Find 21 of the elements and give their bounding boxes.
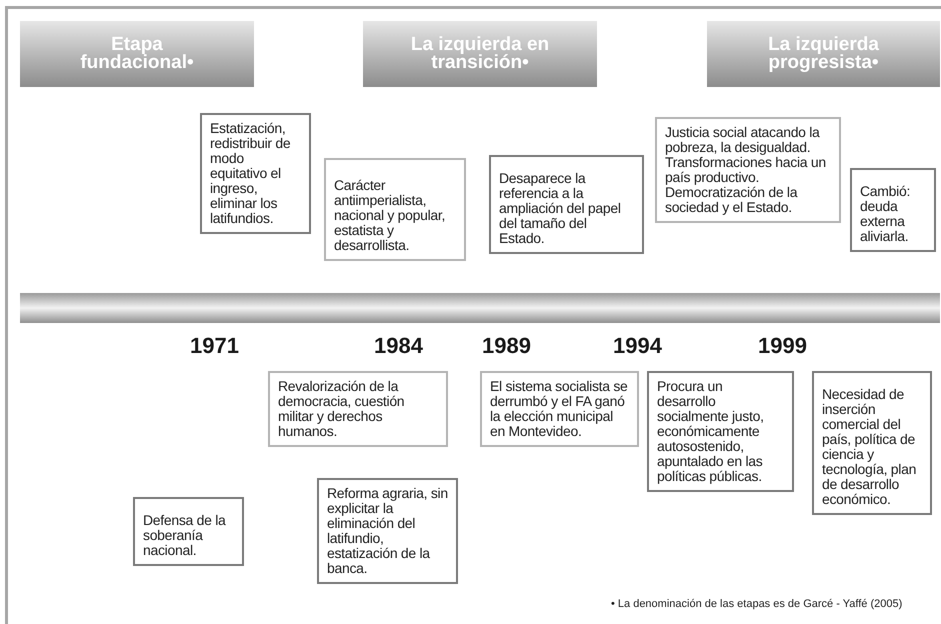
event-box: Necesidad de inserción comercial del país, política de ciencia y tecnología, plan de desarrollo económico. — [812, 371, 932, 515]
footnote: • La denominación de las etapas es de Garcé - Yaffé (2005) — [611, 598, 902, 610]
year-label: 1989 — [482, 333, 531, 359]
year-label: 1971 — [190, 333, 239, 359]
event-box: Reforma agraria, sin explicitar la eliminación del latifundio, estatización de la banca. — [317, 478, 458, 584]
event-box: Justicia social atacando la pobreza, la desigualdad. Transformaciones hacia un país productivo. Democratización de la sociedad y el Estado. — [655, 117, 841, 223]
year-label: 1984 — [374, 333, 423, 359]
event-box: Revalorización de la democracia, cuestión militar y derechos humanos. — [268, 371, 448, 447]
event-box: Estatización, redistribuir de modo equitativo el ingreso, eliminar los latifundios. — [200, 113, 311, 234]
stage-header-band: La izquierda en transición• — [363, 21, 597, 87]
stage-header-band: La izquierda progresista• — [707, 21, 940, 87]
event-box: Procura un desarrollo socialmente justo, económicamente autosostenido, apuntalado en las políticas públicas. — [647, 371, 794, 492]
timeline-bar — [20, 293, 940, 323]
event-box: El sistema socialista se derrumbó y el FA ganó la elección municipal en Montevideo. — [480, 371, 639, 447]
year-label: 1994 — [613, 333, 662, 359]
stage-header-band: Etapa fundacional• — [20, 21, 254, 87]
event-box: Cambió: deuda externa aliviarla. — [850, 168, 936, 252]
event-box: Carácter antiimperialista, nacional y popular, estatista y desarrollista. — [324, 158, 466, 261]
event-box: Defensa de la soberanía nacional. — [133, 497, 244, 566]
event-box: Desaparece la referencia a la ampliación del papel del tamaño del Estado. — [489, 155, 644, 254]
year-label: 1999 — [758, 333, 807, 359]
